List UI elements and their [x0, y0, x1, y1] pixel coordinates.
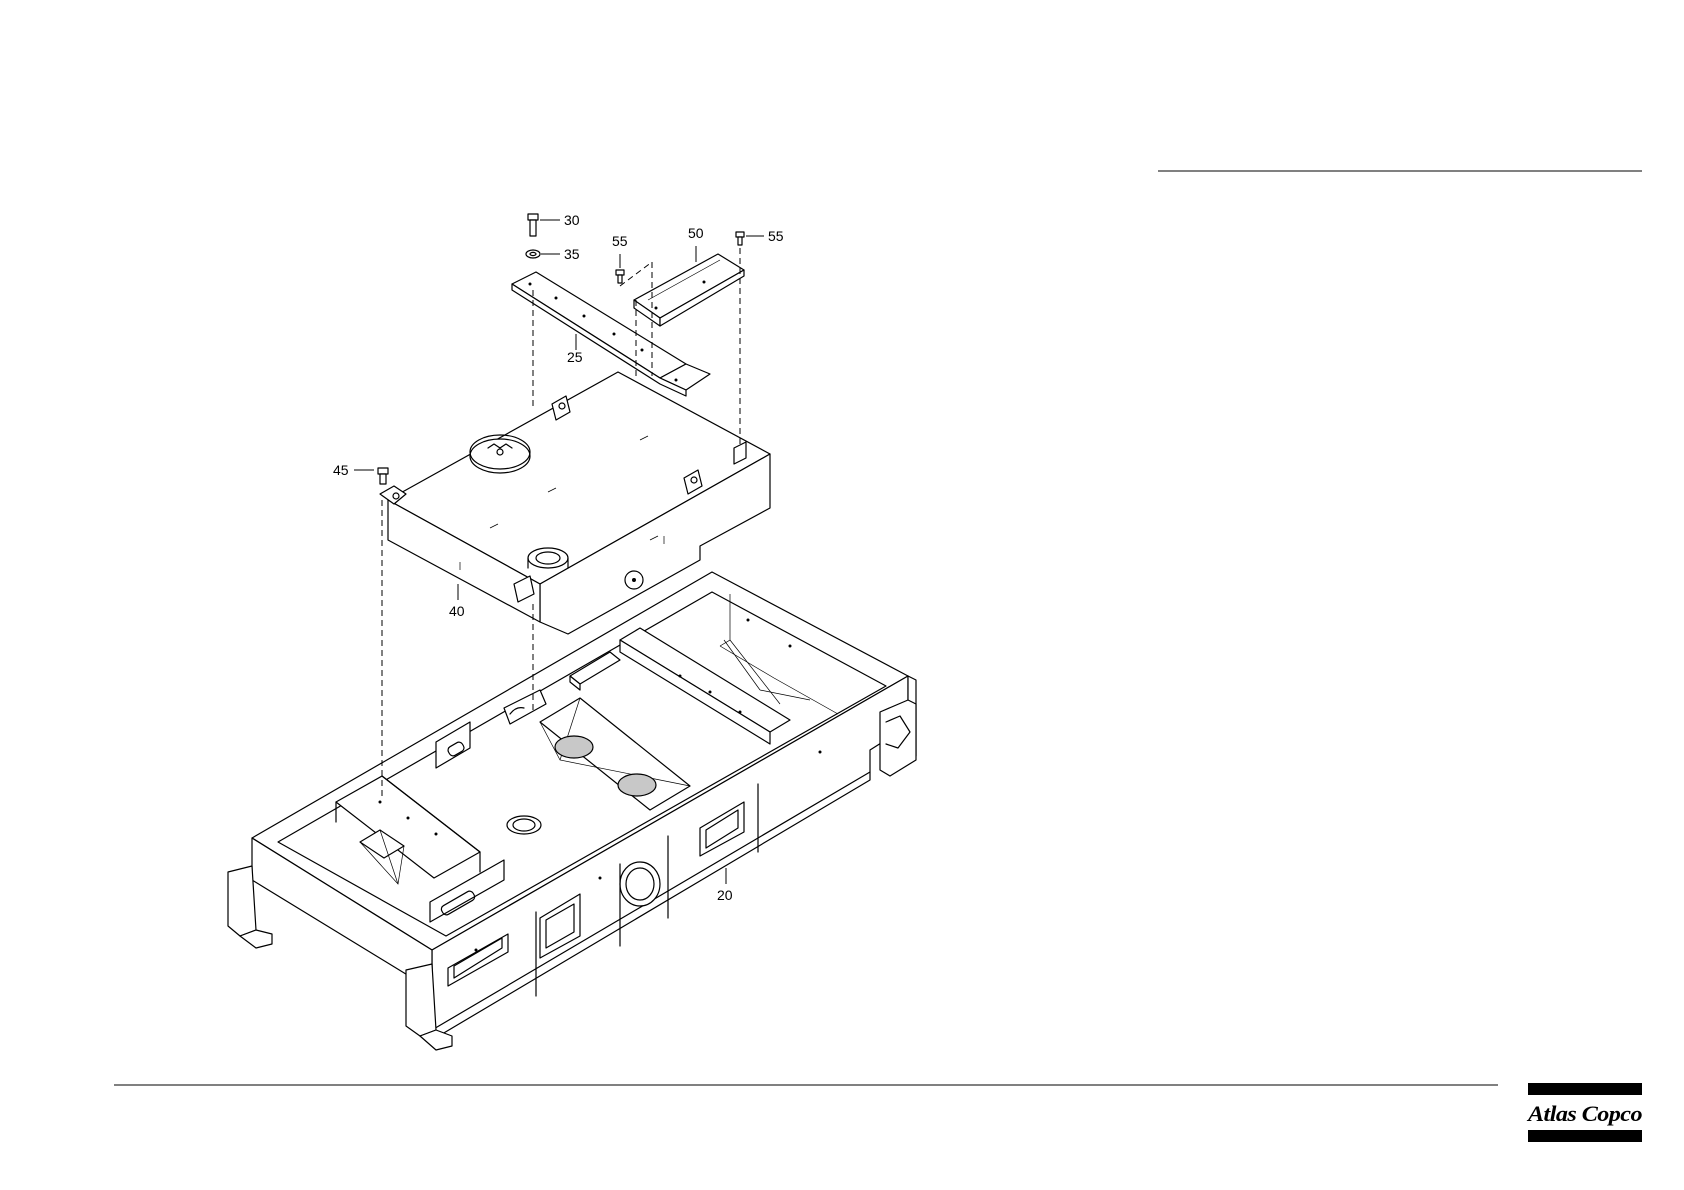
washer-part-35	[526, 250, 540, 258]
label-part-45: 45	[333, 462, 349, 478]
bolt-part-30	[528, 214, 538, 236]
label-part-30: 30	[564, 212, 580, 228]
logo-bar-bottom	[1528, 1130, 1642, 1142]
frame-part-20	[228, 572, 916, 1050]
tank-outlet-pipe	[528, 548, 568, 568]
frame-hole-2	[618, 774, 656, 796]
label-part-35: 35	[564, 246, 580, 262]
screw-part-45	[378, 468, 388, 484]
logo-wordmark: Atlas Copco	[1526, 1101, 1643, 1126]
screw-part-55-left	[616, 270, 624, 283]
screw-part-55-right	[736, 232, 744, 245]
label-part-20: 20	[717, 887, 733, 903]
label-part-25: 25	[567, 349, 583, 365]
label-part-55-right: 55	[768, 228, 784, 244]
label-part-50: 50	[688, 225, 704, 241]
atlas-copco-logo: Atlas Copco	[1526, 1083, 1643, 1142]
label-part-55-left: 55	[612, 233, 628, 249]
tank-filler-cap	[470, 439, 530, 473]
frame-hole-1	[555, 736, 593, 758]
cover-part-50	[634, 254, 744, 326]
label-part-40: 40	[449, 603, 465, 619]
logo-bar-top	[1528, 1083, 1642, 1095]
